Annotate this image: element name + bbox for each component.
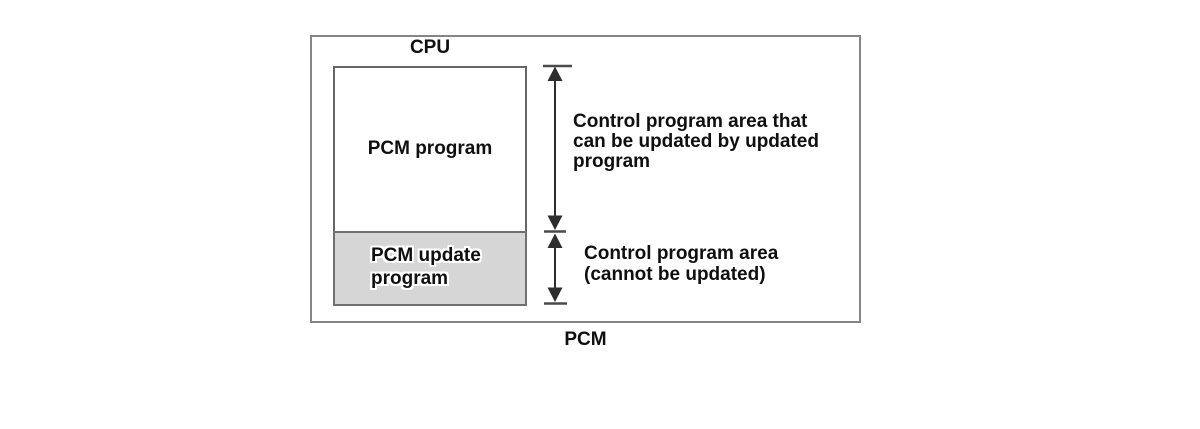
annotation-updatable-line1: Control program area that — [573, 111, 808, 132]
annotation-updatable-line3: program — [573, 151, 651, 172]
pcm-update-program-label-line2: program — [371, 268, 449, 289]
annotation-fixed-line1: Control program area — [584, 243, 779, 264]
cpu-label: CPU — [409, 37, 451, 58]
pcm-update-program-label: PCM update program — [371, 244, 481, 290]
pcm-update-program-box — [333, 231, 527, 306]
annotation-updatable-area: Control program area that can be updated… — [573, 112, 819, 172]
annotation-fixed-area: Control program area (cannot be updated) — [584, 243, 778, 285]
pcm-update-program-label-line1: PCM update — [371, 245, 481, 266]
annotation-updatable-line2: can be updated by updated — [573, 131, 819, 152]
pcm-program-label: PCM program — [367, 138, 493, 159]
annotation-fixed-line2: (cannot be updated) — [584, 264, 766, 285]
pcm-label: PCM — [564, 329, 607, 350]
